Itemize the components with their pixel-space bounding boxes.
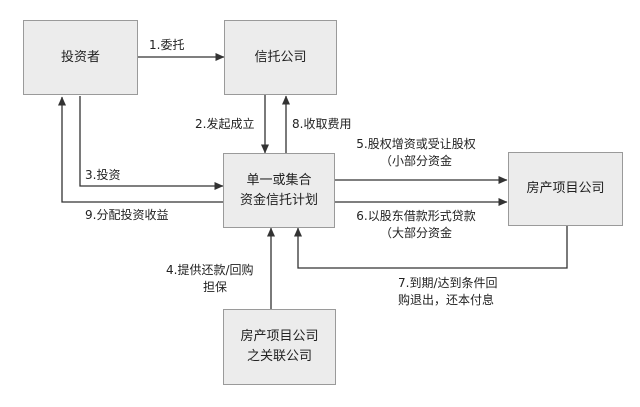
edge-label-7: 7.到期/达到条件回 购退出，还本付息 xyxy=(398,275,498,309)
edge-label-5: 5.股权增资或受让股权 （小部分资金 xyxy=(346,136,486,170)
edge-label-6-line1: 6.以股东借款形式贷款 xyxy=(356,209,476,223)
edge-label-4-line1: 4.提供还款/回购 xyxy=(166,263,254,277)
edge-label-1: 1.委托 xyxy=(149,38,185,52)
affiliate-company-box: 房产项目公司 之关联公司 xyxy=(223,309,336,385)
edge-label-4: 4.提供还款/回购 担保 xyxy=(166,262,254,296)
edge-label-5-line2: （小部分资金 xyxy=(379,154,452,168)
edge-label-4-line2: 担保 xyxy=(203,280,228,294)
edge-label-5-line1: 5.股权增资或受让股权 xyxy=(356,137,476,151)
edge-label-3: 3.投资 xyxy=(85,168,121,182)
arrow-9-distribute xyxy=(58,96,223,203)
edge-label-6: 6.以股东借款形式贷款 （大部分资金 xyxy=(346,208,486,242)
trust-plan-box: 单一或集合 资金信托计划 xyxy=(223,153,335,228)
real-estate-company-box: 房产项目公司 xyxy=(508,152,623,226)
investor-label: 投资者 xyxy=(60,49,100,65)
arrow-3-invest xyxy=(79,96,224,190)
affiliate-company-label-line1: 房产项目公司 xyxy=(240,329,319,344)
trust-company-label: 信托公司 xyxy=(254,49,307,65)
real-estate-company-label: 房产项目公司 xyxy=(526,181,605,196)
arrow-7-repay xyxy=(294,226,568,269)
edge-label-7-line2: 购退出，还本付息 xyxy=(398,293,495,307)
trust-company-box: 信托公司 xyxy=(224,20,337,95)
edge-label-8: 8.收取费用 xyxy=(292,117,352,131)
edge-label-7-line1: 7.到期/达到条件回 xyxy=(398,276,498,290)
trust-plan-label-line2: 资金信托计划 xyxy=(239,192,318,208)
edge-label-2: 2.发起成立 xyxy=(195,117,255,131)
edge-label-6-line2: （大部分资金 xyxy=(379,226,452,240)
trust-plan-label-line1: 单一或集合 xyxy=(246,172,312,188)
investor-box: 投资者 xyxy=(23,20,138,95)
edge-label-9: 9.分配投资收益 xyxy=(85,208,169,222)
affiliate-company-label-line2: 之关联公司 xyxy=(246,349,312,364)
